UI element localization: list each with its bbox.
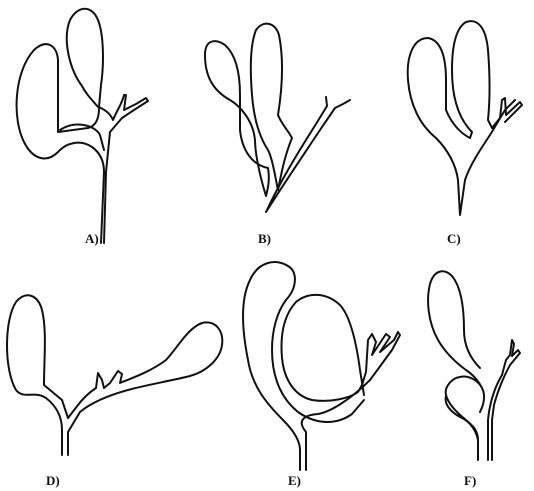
- panel-d-label: D): [46, 473, 60, 488]
- panel-a-label: A): [85, 231, 99, 246]
- panel-b-label: B): [258, 231, 271, 246]
- panel-e-outer: [243, 262, 364, 470]
- panel-b: B): [205, 24, 350, 246]
- panel-f-drawing: [428, 271, 520, 460]
- panel-c: C): [408, 21, 522, 246]
- panel-e-label: E): [288, 473, 301, 488]
- panel-f-label: F): [464, 473, 476, 488]
- panel-c-label: C): [447, 231, 461, 246]
- panel-f: F): [428, 271, 520, 488]
- panel-d: D): [7, 295, 222, 488]
- panel-b-gallbladder-1: [205, 41, 269, 196]
- panel-d-drawing: [7, 295, 222, 455]
- panel-e: E): [243, 262, 400, 488]
- panel-a-drawing: [17, 9, 148, 243]
- panel-c-drawing: [408, 21, 522, 215]
- panel-a: A): [17, 9, 148, 246]
